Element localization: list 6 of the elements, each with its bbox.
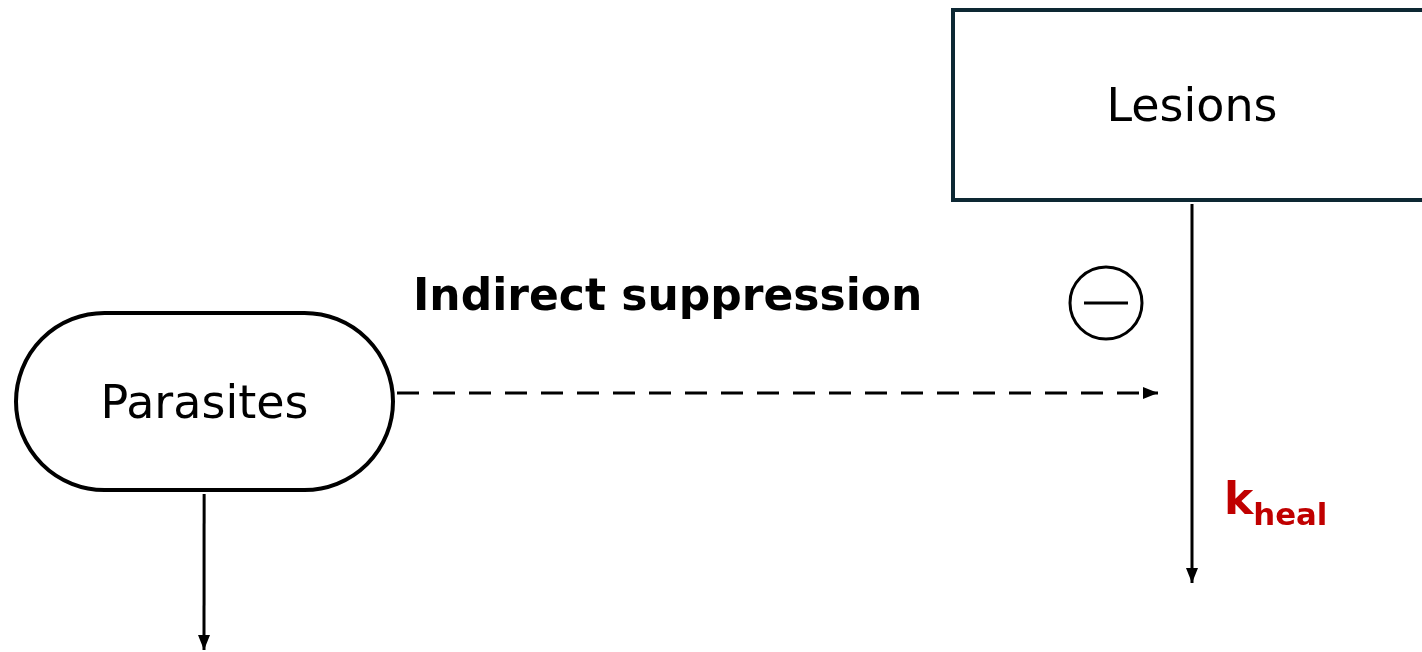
arrow (198, 494, 210, 650)
dashed-arrow (397, 387, 1158, 399)
node-label: Parasites (100, 374, 309, 429)
node-label: Lesions (1106, 78, 1278, 132)
arrow (1186, 204, 1198, 583)
process-box (951, 8, 1422, 202)
